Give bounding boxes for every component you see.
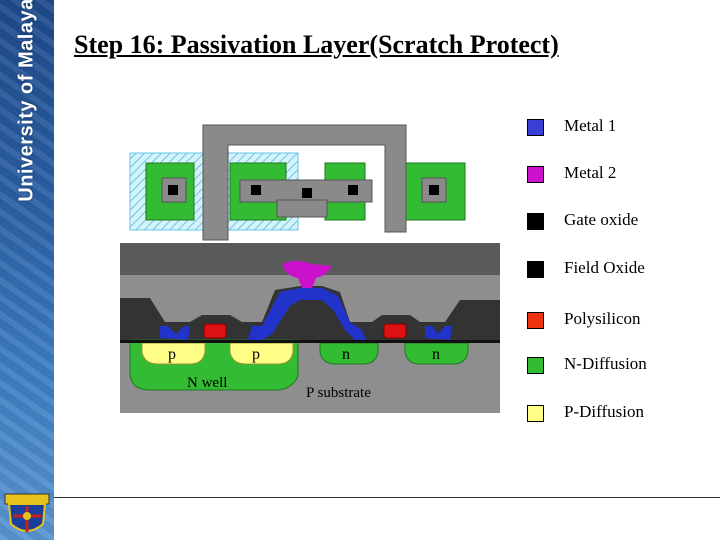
region-label-p-1: p: [168, 346, 176, 363]
sidebar: University of Malaya: [0, 0, 54, 540]
p-diffusion-swatch: [527, 405, 544, 422]
metal1-center: [248, 288, 366, 340]
metal2-via: [282, 261, 332, 288]
n-well-label: N well: [187, 375, 227, 391]
gate-oxide-swatch: [527, 213, 544, 230]
n-diffusion-1: [319, 342, 379, 365]
legend-label-metal1: Metal 1: [564, 116, 617, 135]
sidebar-texture: [0, 0, 54, 540]
region-label-n-1: n: [342, 346, 350, 363]
region-label-p-2: p: [252, 346, 260, 363]
metal1-swatch: [527, 119, 544, 136]
p-diffusion-1: [141, 342, 206, 365]
legend-label-p-diffusion: P-Diffusion: [564, 402, 644, 421]
gate-oxide-line: [120, 340, 500, 343]
legend-label-n-diffusion: N-Diffusion: [564, 354, 647, 373]
contact-square-2: [251, 185, 261, 195]
n-diffusion-swatch: [527, 357, 544, 374]
field-oxide-swatch: [527, 261, 544, 278]
p-diffusion-2: [229, 342, 294, 365]
contact-square-3: [302, 188, 312, 198]
contact-square-4: [348, 185, 358, 195]
poly-gate-left: [203, 323, 227, 339]
university-crest-logo: [3, 492, 51, 538]
footer-divider: [54, 497, 720, 498]
legend-label-polysilicon: Polysilicon: [564, 309, 641, 328]
contact-square-5: [429, 185, 439, 195]
poly-gate-right: [383, 323, 407, 339]
polysilicon-swatch: [527, 312, 544, 329]
n-diffusion-2: [404, 342, 469, 365]
region-label-n-2: n: [432, 346, 440, 363]
legend-label-gate-oxide: Gate oxide: [564, 210, 639, 229]
metal1-left: [160, 326, 190, 340]
cross-section: p p n n N well P substrate: [120, 243, 500, 413]
legend-label-field-oxide: Field Oxide: [564, 258, 645, 277]
slide-title: Step 16: Passivation Layer(Scratch Prote…: [74, 30, 559, 59]
p-substrate-label: P substrate: [306, 385, 371, 401]
metal1-right: [425, 326, 452, 340]
metal2-swatch: [527, 166, 544, 183]
legend-label-metal2: Metal 2: [564, 163, 617, 182]
contact-square-1: [168, 185, 178, 195]
metal2-strap: [202, 124, 407, 241]
gate-strip: [276, 199, 328, 218]
layout-top-view: [129, 124, 466, 241]
